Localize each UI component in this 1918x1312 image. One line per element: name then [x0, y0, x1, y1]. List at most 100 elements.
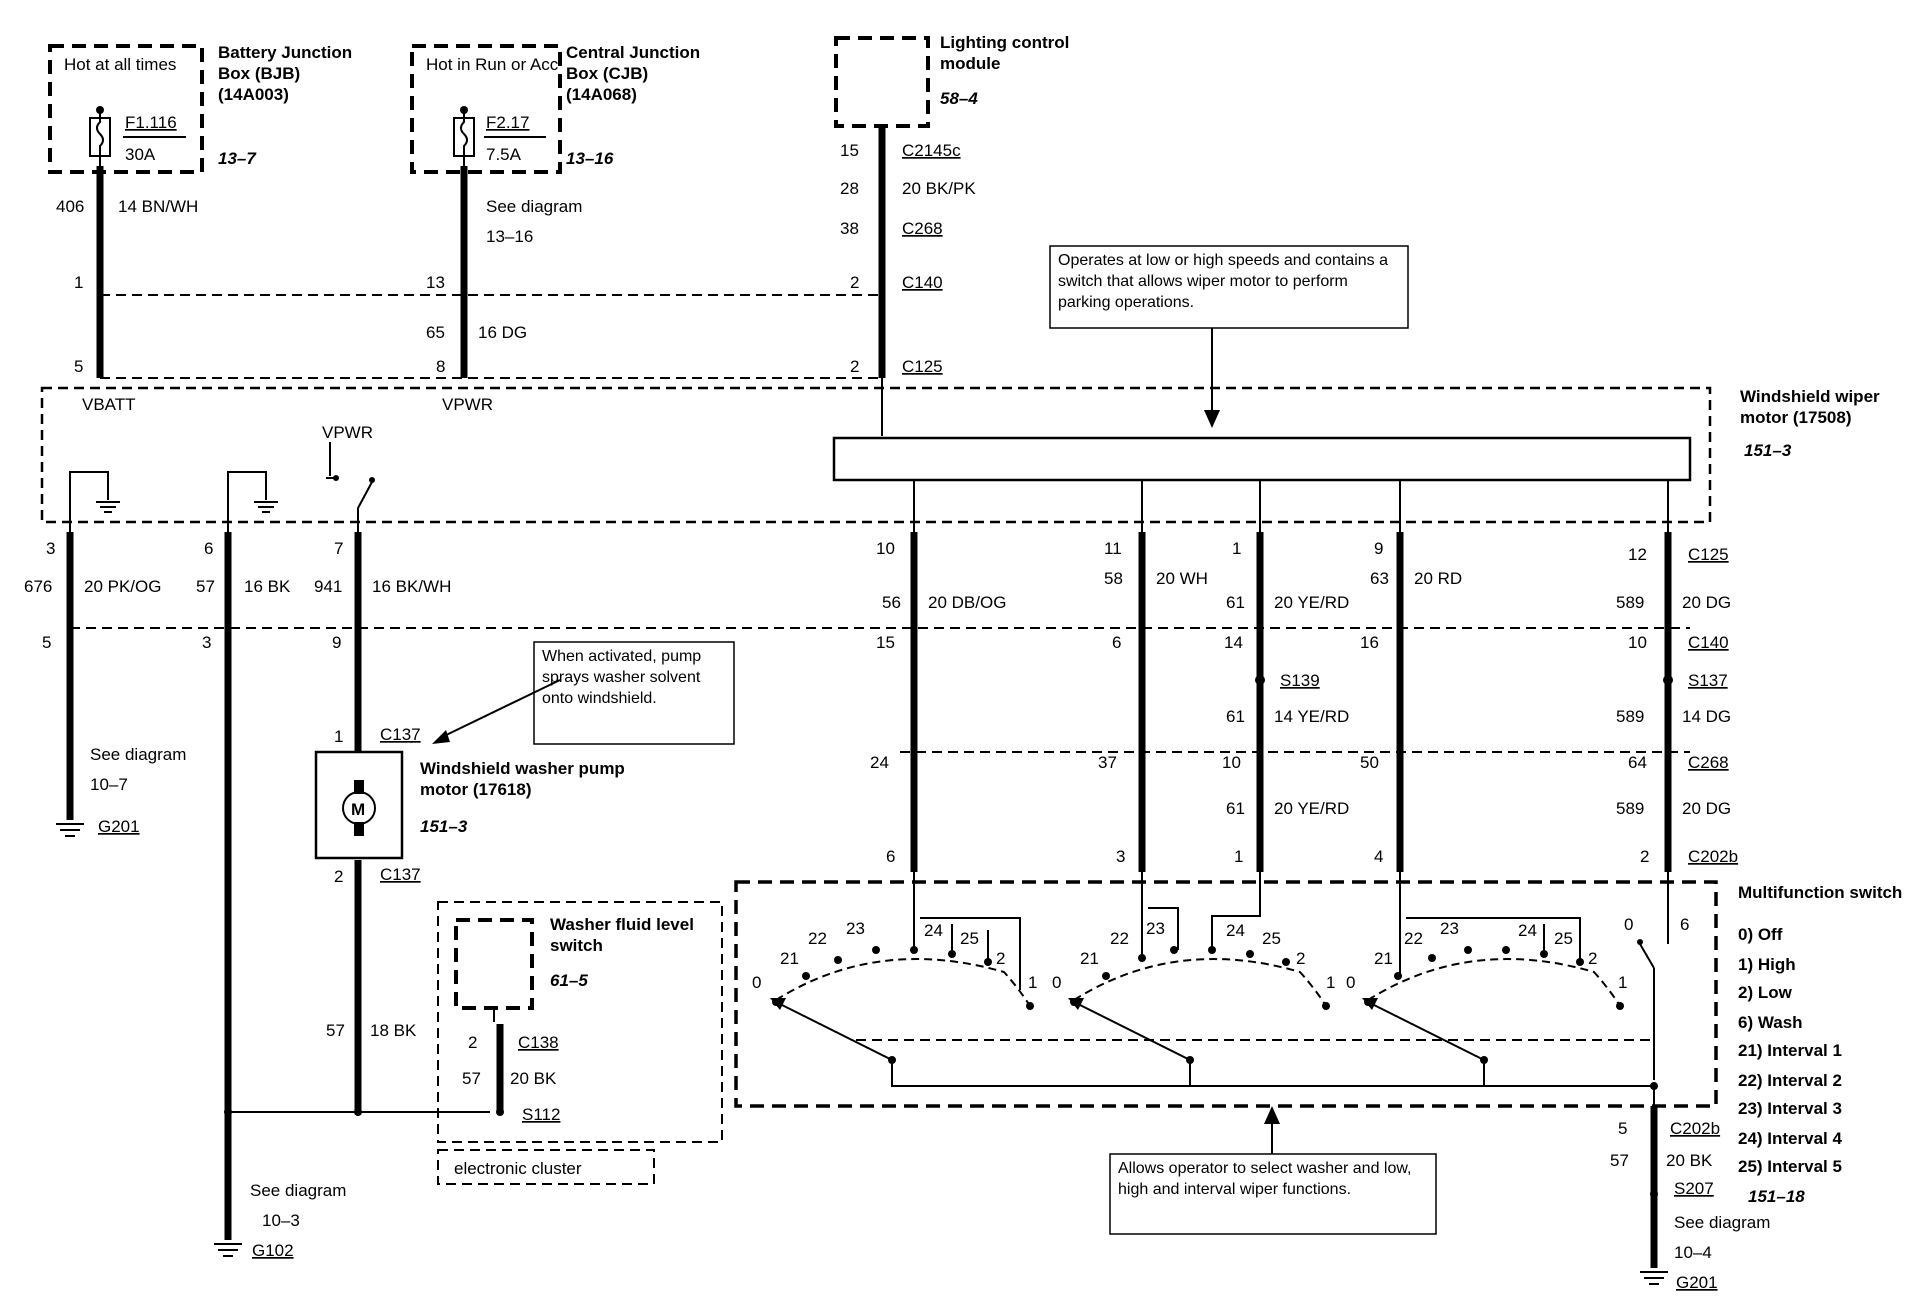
svg-text:25: 25 — [1554, 929, 1573, 948]
svg-text:C268: C268 — [902, 219, 943, 238]
svg-text:6: 6 — [1112, 633, 1121, 652]
svg-text:2: 2 — [1588, 949, 1597, 968]
electronic-cluster-box: electronic cluster — [437, 1149, 655, 1185]
svg-text:25: 25 — [960, 929, 979, 948]
switch-common-bus — [770, 998, 1658, 1268]
svg-text:1) High: 1) High — [1738, 955, 1796, 974]
svg-text:61: 61 — [1226, 593, 1245, 612]
svg-text:63: 63 — [1370, 569, 1389, 588]
svg-text:Hot at all times: Hot at all times — [64, 55, 176, 74]
svg-text:23) Interval 3: 23) Interval 3 — [1738, 1099, 1842, 1118]
svg-text:21: 21 — [1374, 949, 1393, 968]
svg-text:24) Interval 4: 24) Interval 4 — [1738, 1129, 1842, 1148]
svg-text:61: 61 — [1226, 799, 1245, 818]
svg-text:1: 1 — [1618, 973, 1627, 992]
svg-text:electronic cluster: electronic cluster — [454, 1159, 582, 1178]
svg-text:22) Interval 2: 22) Interval 2 — [1738, 1071, 1842, 1090]
svg-text:10: 10 — [1628, 633, 1647, 652]
svg-text:0: 0 — [752, 973, 761, 992]
ground-g201-right: 5 C202b 57 20 BK S207 See diagram 10–4 G… — [1610, 1119, 1770, 1292]
svg-text:22: 22 — [1110, 929, 1129, 948]
svg-text:6: 6 — [204, 539, 213, 558]
svg-text:20 DG: 20 DG — [1682, 593, 1731, 612]
svg-text:57: 57 — [326, 1021, 345, 1040]
svg-text:0: 0 — [1346, 973, 1355, 992]
svg-text:G201: G201 — [1676, 1273, 1718, 1292]
svg-text:1: 1 — [1232, 539, 1241, 558]
svg-text:1: 1 — [334, 727, 343, 746]
svg-text:151–3: 151–3 — [1744, 441, 1792, 460]
svg-text:20 DB/OG: 20 DB/OG — [928, 593, 1006, 612]
svg-text:406: 406 — [56, 197, 84, 216]
svg-text:25) Interval 5: 25) Interval 5 — [1738, 1157, 1842, 1176]
svg-text:61–5: 61–5 — [550, 971, 588, 990]
harness-labels-c140: 5 3 9 15 6 14 16 10 C140 S139 61 14 YE/R… — [42, 633, 1731, 726]
svg-text:C140: C140 — [1688, 633, 1729, 652]
svg-text:64: 64 — [1628, 753, 1647, 772]
svg-text:38: 38 — [840, 219, 859, 238]
svg-text:S139: S139 — [1280, 671, 1320, 690]
svg-text:23: 23 — [1146, 919, 1165, 938]
svg-text:5: 5 — [42, 633, 51, 652]
svg-text:21) Interval 1: 21) Interval 1 — [1738, 1041, 1842, 1060]
svg-text:151–18: 151–18 — [1748, 1187, 1805, 1206]
svg-text:See diagram: See diagram — [1674, 1213, 1770, 1232]
svg-text:30A: 30A — [125, 145, 156, 164]
svg-text:1: 1 — [1028, 973, 1037, 992]
svg-text:24: 24 — [924, 921, 943, 940]
svg-text:24: 24 — [1518, 921, 1537, 940]
svg-text:2: 2 — [468, 1033, 477, 1052]
svg-text:13: 13 — [426, 273, 445, 292]
multifunction-switch-legend: Multifunction switch 0) Off 1) High 2) L… — [1738, 883, 1902, 1206]
svg-text:5: 5 — [1618, 1119, 1627, 1138]
svg-text:F1.116: F1.116 — [125, 113, 177, 132]
svg-text:C268: C268 — [1688, 753, 1729, 772]
svg-text:20 YE/RD: 20 YE/RD — [1274, 593, 1349, 612]
svg-text:1: 1 — [1234, 847, 1243, 866]
svg-text:15: 15 — [840, 141, 859, 160]
svg-text:See diagram: See diagram — [486, 197, 582, 216]
svg-text:VPWR: VPWR — [322, 423, 373, 442]
cjb-title: Central Junction Box (CJB) (14A068) 13–1… — [566, 43, 700, 168]
svg-text:10: 10 — [876, 539, 895, 558]
svg-text:0: 0 — [1052, 973, 1061, 992]
svg-text:8: 8 — [436, 357, 445, 376]
svg-text:See diagram: See diagram — [90, 745, 186, 764]
svg-text:6: 6 — [886, 847, 895, 866]
svg-text:14 BN/WH: 14 BN/WH — [118, 197, 198, 216]
svg-text:23: 23 — [846, 919, 865, 938]
svg-text:G201: G201 — [98, 817, 140, 836]
svg-text:2: 2 — [996, 949, 1005, 968]
svg-text:21: 21 — [1080, 949, 1099, 968]
svg-text:2: 2 — [1296, 949, 1305, 968]
harness-wires — [66, 480, 1690, 1240]
svg-text:2: 2 — [1640, 847, 1649, 866]
svg-text:9: 9 — [332, 633, 341, 652]
svg-text:Hot in Run or Acc: Hot in Run or Acc — [426, 55, 559, 74]
svg-text:14: 14 — [1224, 633, 1243, 652]
svg-text:G102: G102 — [252, 1241, 294, 1260]
svg-text:16 BK/WH: 16 BK/WH — [372, 577, 451, 596]
svg-text:18 BK: 18 BK — [370, 1021, 417, 1040]
svg-text:20 BK: 20 BK — [510, 1069, 557, 1088]
svg-text:24: 24 — [1226, 921, 1245, 940]
svg-text:14 DG: 14 DG — [1682, 707, 1731, 726]
svg-text:7.5A: 7.5A — [486, 145, 522, 164]
svg-text:11: 11 — [1104, 539, 1122, 558]
wiper-motor-box: Windshield wiper motor (17508) 151–3 VPW… — [40, 386, 1880, 532]
note-wiper-operation: Operates at low or high speeds and conta… — [1049, 245, 1409, 428]
svg-text:2: 2 — [334, 867, 343, 886]
svg-text:F2.17: F2.17 — [486, 113, 529, 132]
svg-text:C125: C125 — [1688, 545, 1729, 564]
svg-text:65: 65 — [426, 323, 445, 342]
svg-text:2) Low: 2) Low — [1738, 983, 1793, 1002]
harness-labels-c125: 3 6 7 676 20 PK/OG 57 16 BK 941 16 BK/WH… — [24, 539, 1731, 612]
svg-text:21: 21 — [780, 949, 799, 968]
svg-text:2: 2 — [850, 273, 859, 292]
harness-labels-c268: 24 37 10 50 64 C268 61 20 YE/RD 589 20 D… — [870, 753, 1738, 866]
svg-text:C2145c: C2145c — [902, 141, 961, 160]
svg-text:3: 3 — [202, 633, 211, 652]
svg-text:1: 1 — [1326, 973, 1335, 992]
svg-text:20 BK/PK: 20 BK/PK — [902, 179, 976, 198]
